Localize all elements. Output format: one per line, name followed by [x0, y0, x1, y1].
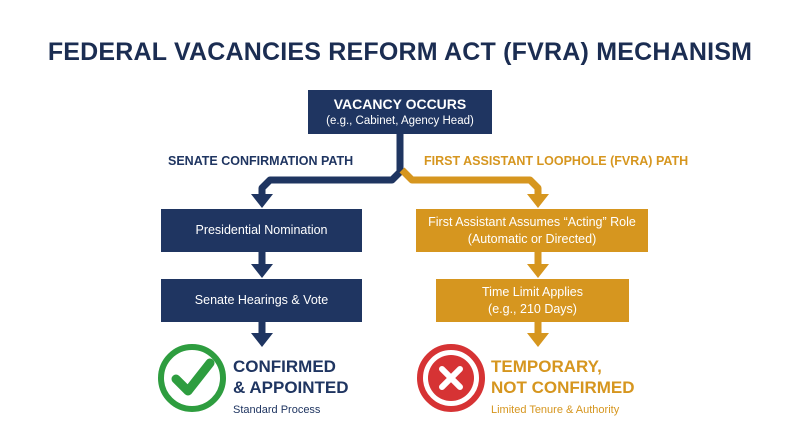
- arrowhead-to-time-limit: [527, 264, 549, 278]
- time-limit-label: Time Limit Applies: [482, 285, 583, 300]
- temporary-title-line2: NOT CONFIRMED: [491, 378, 635, 397]
- connector-senate-branch: [258, 134, 404, 196]
- arrowhead-to-confirmed: [251, 333, 273, 347]
- first-assistant-sublabel: (Automatic or Directed): [467, 231, 597, 246]
- confirmed-title-line1: CONFIRMED: [233, 357, 336, 376]
- time-limit-sublabel: (e.g., 210 Days): [488, 301, 577, 316]
- senate-path-label: SENATE CONFIRMATION PATH: [168, 154, 354, 168]
- confirmed-subtitle: Standard Process: [233, 404, 321, 416]
- nomination-label: Presidential Nomination: [195, 223, 328, 238]
- temporary-title-line1: TEMPORARY,: [491, 357, 602, 376]
- temporary-subtitle: Limited Tenure & Authority: [491, 404, 620, 416]
- fvra-path-label: FIRST ASSISTANT LOOPHOLE (FVRA) PATH: [424, 154, 689, 168]
- vacancy-title: VACANCY OCCURS: [333, 96, 467, 113]
- vacancy-occurs-box: VACANCY OCCURS (e.g., Cabinet, Agency He…: [308, 90, 492, 134]
- confirmed-title-line2: & APPOINTED: [233, 378, 349, 397]
- time-limit-box: Time Limit Applies (e.g., 210 Days): [436, 279, 629, 322]
- vacancy-example: (e.g., Cabinet, Agency Head): [326, 114, 474, 127]
- arrowhead-to-temporary: [527, 333, 549, 347]
- diagram-title: FEDERAL VACANCIES REFORM ACT (FVRA) MECH…: [47, 38, 753, 66]
- arrowhead-to-first-assistant: [527, 194, 549, 208]
- connector-fvra-branch: [399, 167, 542, 196]
- hearings-label: Senate Hearings & Vote: [194, 293, 329, 308]
- presidential-nomination-box: Presidential Nomination: [161, 209, 362, 252]
- arrowhead-to-hearings: [251, 264, 273, 278]
- first-assistant-label: First Assistant Assumes “Acting” Role: [428, 215, 636, 230]
- first-assistant-box: First Assistant Assumes “Acting” Role (A…: [416, 209, 648, 252]
- senate-hearings-box: Senate Hearings & Vote: [161, 279, 362, 322]
- arrowhead-to-nomination: [251, 194, 273, 208]
- green-check-icon: [158, 344, 226, 412]
- red-x-icon: [417, 344, 485, 412]
